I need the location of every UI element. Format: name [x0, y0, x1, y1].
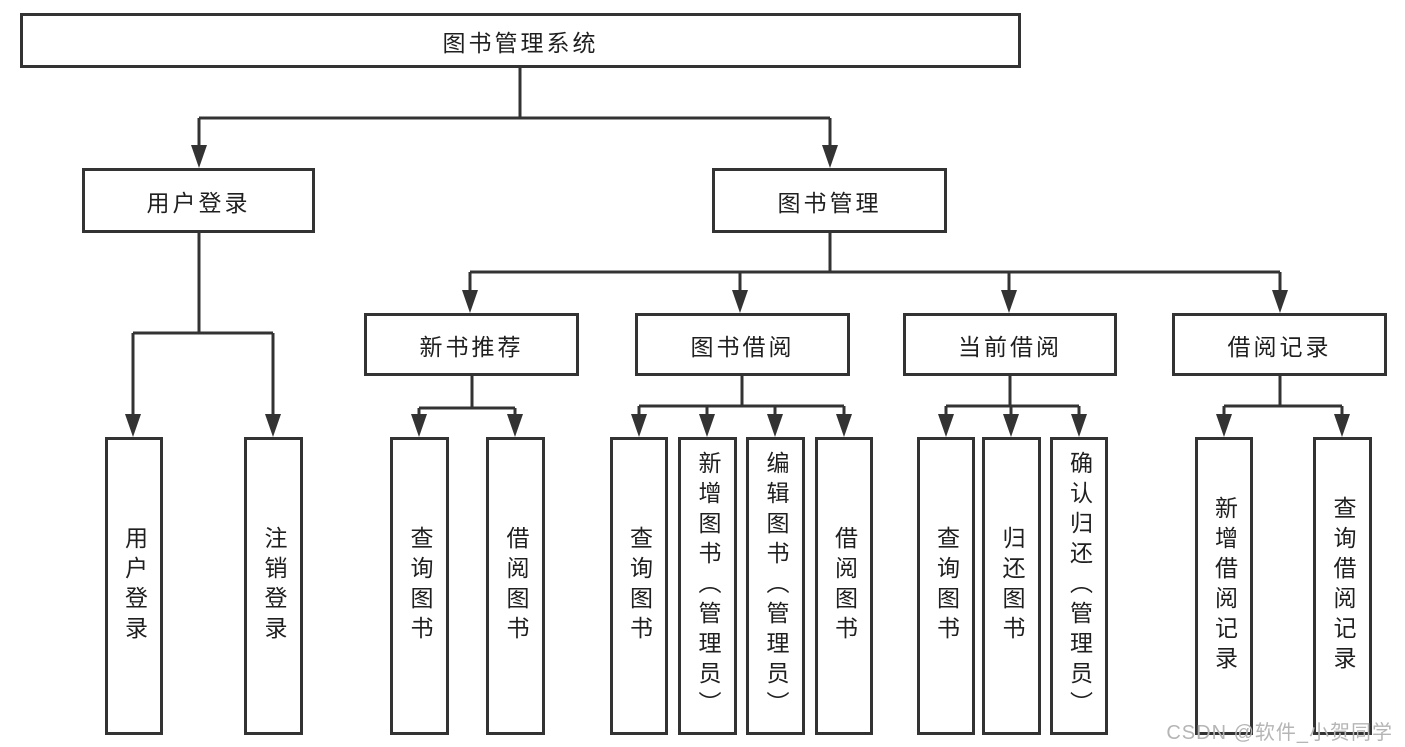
leaf-label: 归还图书	[999, 526, 1025, 646]
arrow-down-icon	[767, 414, 783, 437]
leaf-query-borrow-record: 查询借阅记录	[1313, 437, 1372, 735]
arrow-down-icon	[1272, 290, 1288, 313]
leaf-borrow-books-2: 借阅图书	[815, 437, 873, 735]
csdn-watermark: CSDN @软件_小贺同学	[1166, 722, 1393, 744]
arrow-down-icon	[699, 414, 715, 437]
node-user-login: 用户登录	[82, 168, 315, 233]
leaf-label: 查询图书	[626, 526, 653, 646]
connector-borrow-record-group	[1222, 376, 1344, 419]
connector-book-borrow-group	[637, 376, 846, 419]
leaf-label: 查询图书	[933, 526, 960, 646]
leaf-borrow-books: 借阅图书	[486, 437, 545, 735]
node-book-borrow: 图书借阅	[635, 313, 850, 376]
arrow-down-icon	[411, 414, 427, 437]
leaf-label: 新增图书（管理员）	[695, 451, 721, 721]
leaf-add-borrow-record: 新增借阅记录	[1195, 437, 1253, 735]
leaf-label: 查询借阅记录	[1330, 496, 1356, 676]
leaf-query-books: 查询图书	[390, 437, 449, 735]
node-label: 新书推荐	[419, 333, 524, 360]
arrow-down-icon	[462, 290, 478, 313]
node-label: 图书管理系统	[442, 29, 599, 56]
arrow-down-icon	[125, 414, 141, 437]
node-label: 当前借阅	[958, 333, 1062, 360]
leaf-add-book-admin: 新增图书（管理员）	[678, 437, 737, 735]
node-label: 用户登录	[146, 189, 251, 216]
arrow-down-icon	[938, 414, 954, 437]
arrow-down-icon	[1003, 414, 1019, 437]
arrow-down-icon	[822, 145, 838, 168]
connector-current-borrow-group	[944, 376, 1081, 419]
leaf-edit-book-admin: 编辑图书（管理员）	[746, 437, 805, 735]
arrow-down-icon	[1216, 414, 1232, 437]
arrowheads	[125, 145, 1350, 437]
leaf-label: 借阅图书	[503, 526, 529, 646]
leaf-label: 编辑图书（管理员）	[763, 451, 789, 721]
arrow-down-icon	[836, 414, 852, 437]
arrow-down-icon	[1071, 414, 1087, 437]
arrow-down-icon	[1001, 290, 1017, 313]
arrow-down-icon	[191, 145, 207, 168]
arrow-down-icon	[732, 290, 748, 313]
connector-new-book-group	[417, 376, 517, 419]
node-borrow-records: 借阅记录	[1172, 313, 1387, 376]
leaf-query-books-3: 查询图书	[917, 437, 975, 735]
node-book-management: 图书管理	[712, 168, 947, 233]
leaf-label: 新增借阅记录	[1211, 496, 1238, 676]
node-root: 图书管理系统	[20, 13, 1021, 68]
arrow-down-icon	[631, 414, 647, 437]
leaf-label: 用户登录	[121, 526, 148, 646]
arrow-down-icon	[1334, 414, 1350, 437]
arrow-down-icon	[265, 414, 281, 437]
node-new-book-recommend: 新书推荐	[364, 313, 579, 376]
leaf-user-login: 用户登录	[105, 437, 163, 735]
leaf-logout-login: 注销登录	[244, 437, 303, 735]
leaf-label: 借阅图书	[831, 526, 858, 646]
leaf-label: 查询图书	[407, 526, 433, 646]
connector-root-to-level2	[197, 68, 832, 148]
node-current-borrow: 当前借阅	[903, 313, 1117, 376]
connector-book-management-to-level3	[468, 233, 1282, 295]
arrow-down-icon	[507, 414, 523, 437]
leaf-label: 注销登录	[261, 526, 287, 646]
leaf-query-books-2: 查询图书	[610, 437, 668, 735]
leaf-return-books: 归还图书	[982, 437, 1041, 735]
connector-user-login-group	[131, 233, 275, 419]
node-label: 图书管理	[777, 189, 882, 216]
leaf-label: 确认归还（管理员）	[1066, 451, 1093, 721]
node-label: 图书借阅	[690, 333, 795, 360]
leaf-confirm-return-admin: 确认归还（管理员）	[1050, 437, 1108, 735]
node-label: 借阅记录	[1227, 333, 1332, 360]
